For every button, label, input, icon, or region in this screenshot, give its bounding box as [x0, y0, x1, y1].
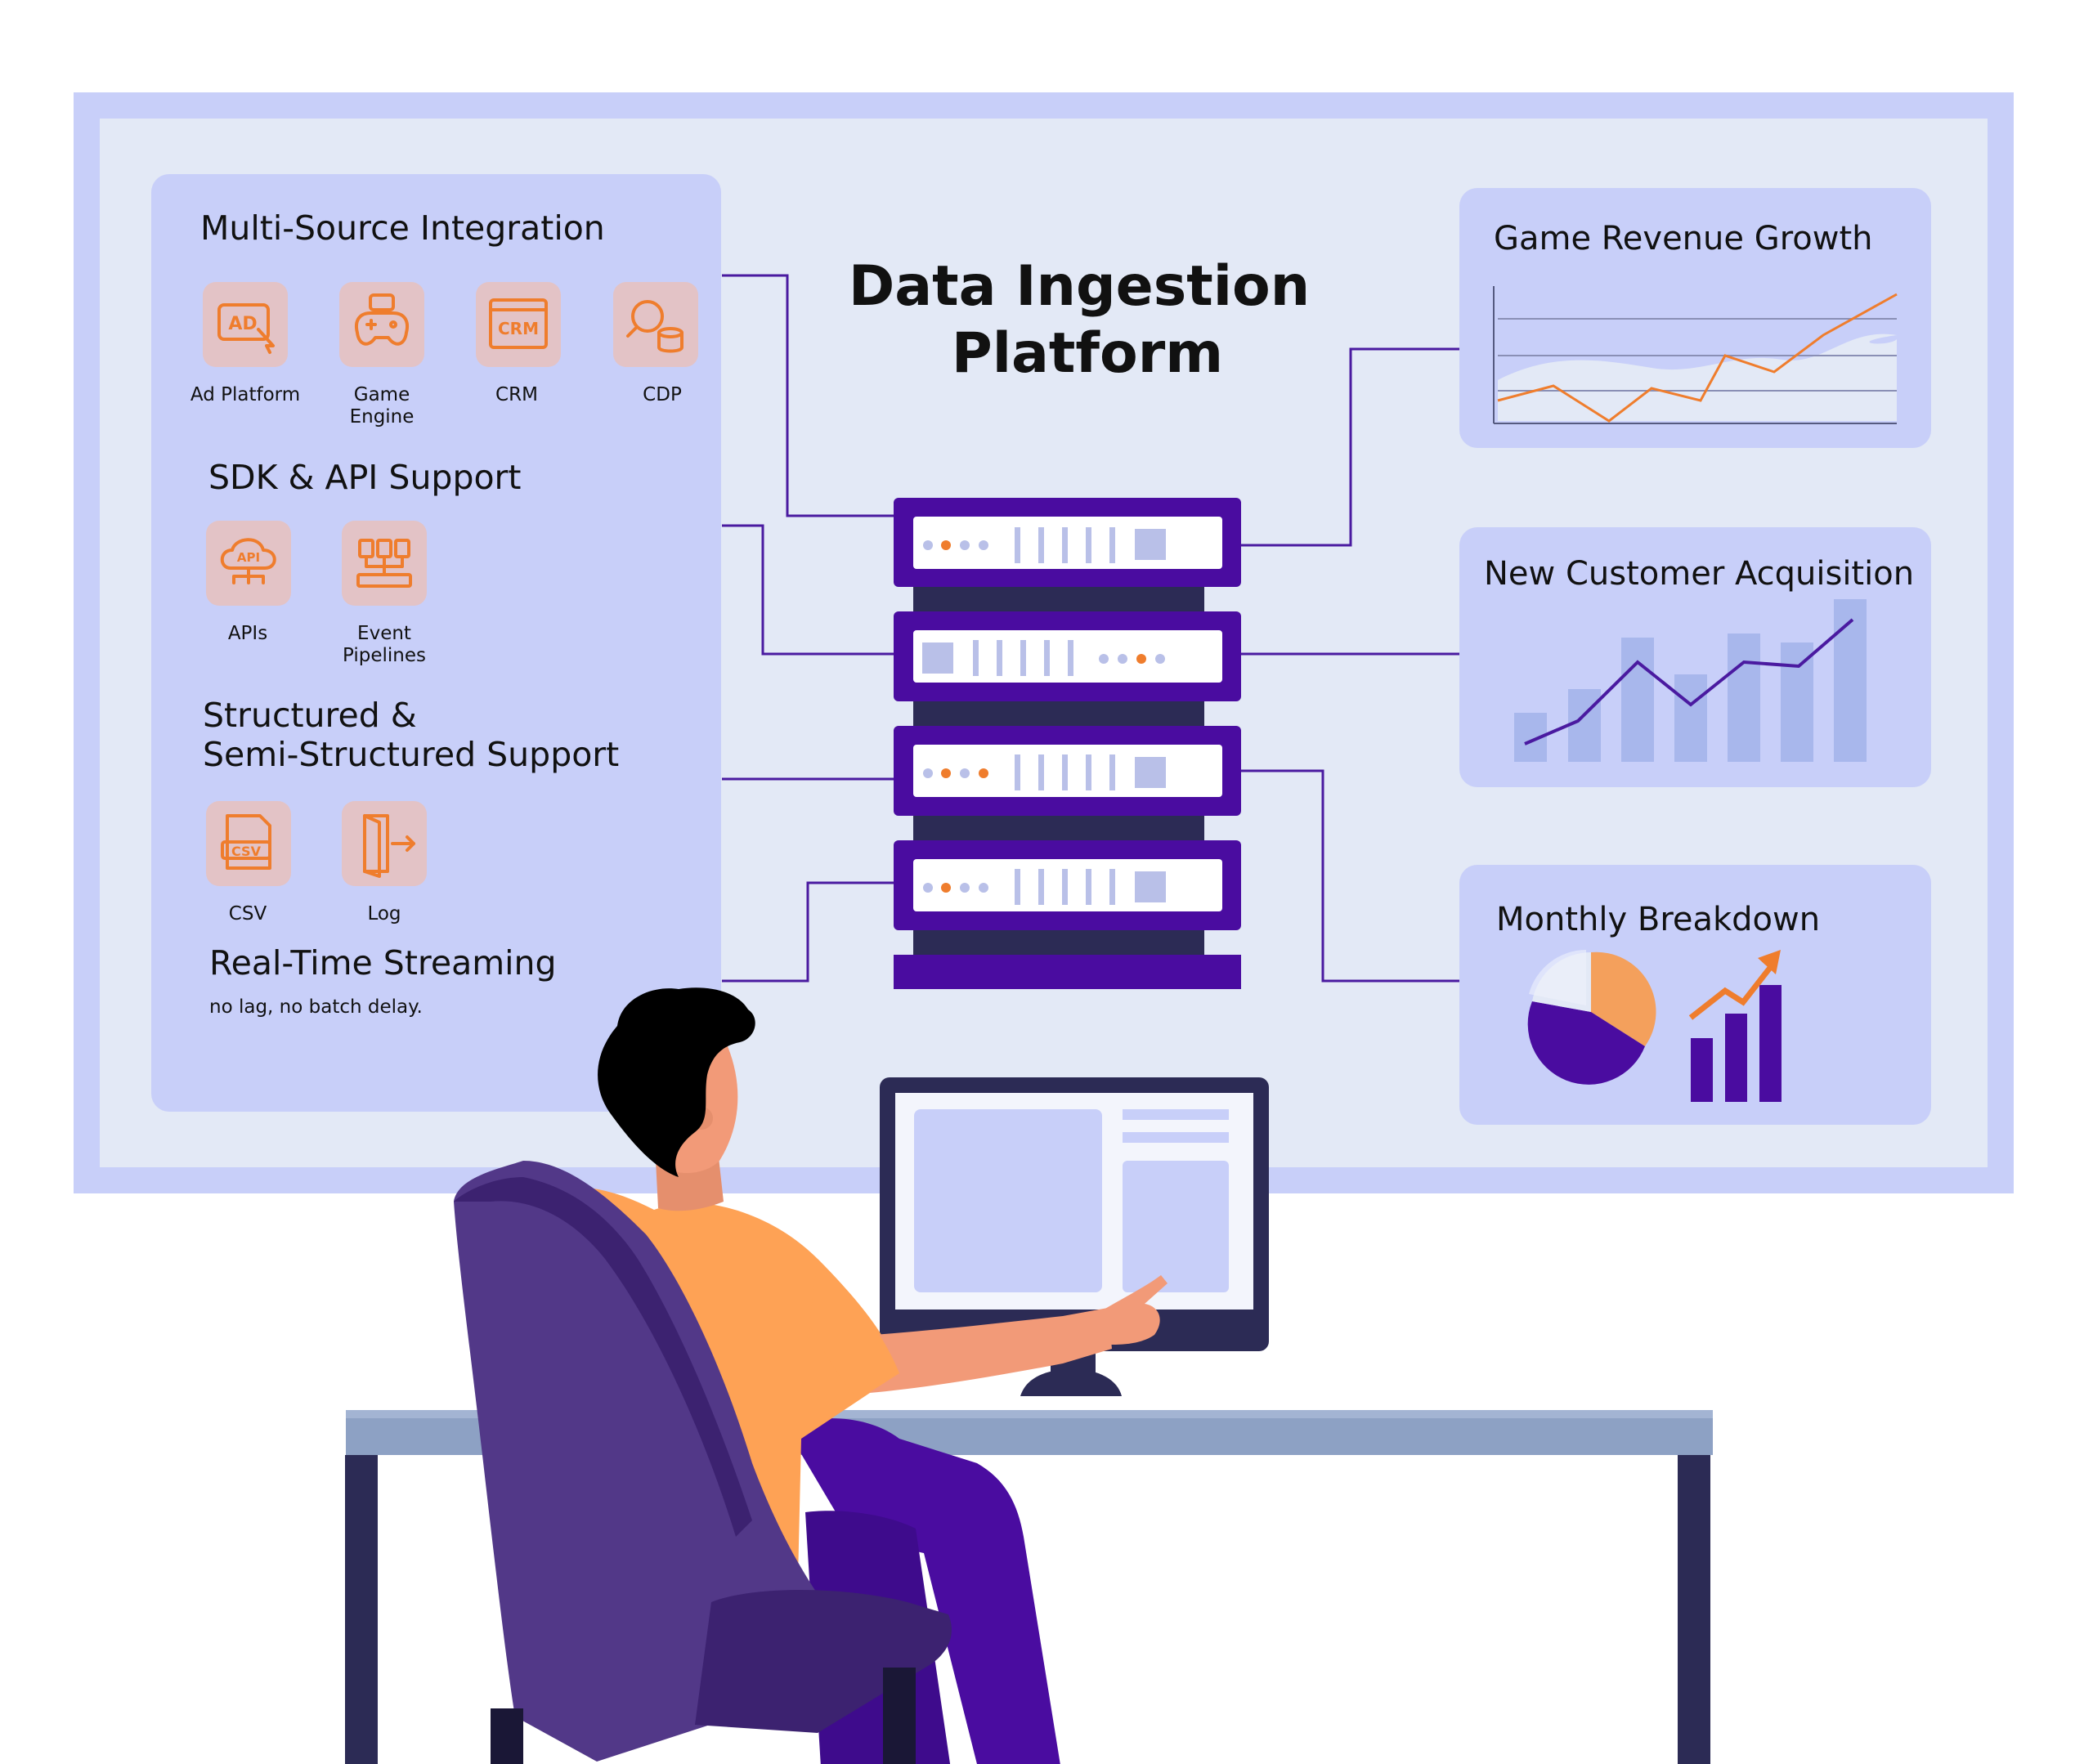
ad-icon: AD: [217, 303, 275, 354]
platform-title-line-1: Data Ingestion: [849, 254, 1310, 319]
platform-title-line-2: Platform: [952, 321, 1223, 386]
breakdown-card: Monthly Breakdown: [1459, 865, 1931, 1125]
api-cloud-icon: API: [220, 538, 276, 584]
server-unit-3: [894, 726, 1241, 816]
svg-text:AD: AD: [228, 314, 257, 334]
tile-label: Event: [357, 623, 411, 644]
section-heading: Structured &: [203, 696, 417, 735]
csv-file-icon: CSV: [221, 814, 271, 870]
svg-text:CSV: CSV: [231, 844, 262, 859]
tile-label: Pipelines: [343, 645, 426, 666]
tile-background: [613, 282, 698, 367]
person-at-desk: [454, 987, 1168, 1764]
server-base: [894, 955, 1241, 989]
source-tile: CRM CRM: [476, 282, 561, 405]
game-controller-icon: [355, 293, 409, 346]
section-caption: no lag, no batch delay.: [209, 996, 423, 1018]
monitor: [880, 1077, 1269, 1396]
bar-line-chart-icon: [1514, 599, 1867, 762]
crm-window-icon: CRM: [489, 298, 548, 349]
svg-text:API: API: [237, 550, 260, 565]
server-unit-1: [894, 498, 1241, 587]
section-3: Structured &Semi-Structured SupportCSVCS…: [203, 696, 619, 925]
tile-background: [206, 521, 291, 606]
section-heading: Multi-Source Integration: [200, 208, 605, 248]
source-tile: Log: [342, 801, 427, 925]
cdp-database-icon: [626, 300, 683, 353]
tile-label: CDP: [643, 384, 682, 405]
log-door-icon: [363, 814, 415, 878]
acquisition-card-title: New Customer Acquisition: [1484, 555, 1914, 593]
server-rack: [894, 498, 1241, 989]
breakdown-card-title: Monthly Breakdown: [1496, 901, 1820, 938]
source-tile: AD Ad Platform: [190, 282, 300, 405]
server-unit-2: [894, 611, 1241, 701]
revenue-card: Game Revenue Growth: [1459, 188, 1931, 448]
acquisition-card: New Customer Acquisition: [1459, 527, 1931, 787]
section-heading: Semi-Structured Support: [203, 735, 619, 774]
section-4: Real-Time Streaming no lag, no batch dela…: [209, 943, 557, 1018]
section-heading: SDK & API Support: [208, 458, 522, 497]
line-chart-icon: [1493, 286, 1898, 424]
tile-background: [339, 282, 424, 367]
pie-bar-chart-icon: [1527, 950, 1782, 1102]
server-unit-4: [894, 840, 1241, 930]
source-tile: CDP: [613, 282, 698, 405]
tile-label: CSV: [229, 903, 267, 925]
svg-text:CRM: CRM: [498, 319, 539, 338]
section-heading: Real-Time Streaming: [209, 943, 557, 983]
tile-label: CRM: [495, 384, 538, 405]
revenue-card-title: Game Revenue Growth: [1494, 220, 1873, 257]
platform-title: Data Ingestion Platform: [849, 254, 1310, 386]
source-tile: CSV CSV: [206, 801, 291, 925]
event-pipeline-icon: [356, 539, 412, 588]
tile-label: Engine: [350, 406, 415, 428]
tile-label: APIs: [228, 623, 267, 644]
tile-label: Log: [367, 903, 401, 925]
tile-label: Game: [354, 384, 410, 405]
connector-lines: [722, 274, 1459, 983]
source-tile: API APIs: [206, 521, 291, 644]
tile-label: Ad Platform: [190, 384, 300, 405]
